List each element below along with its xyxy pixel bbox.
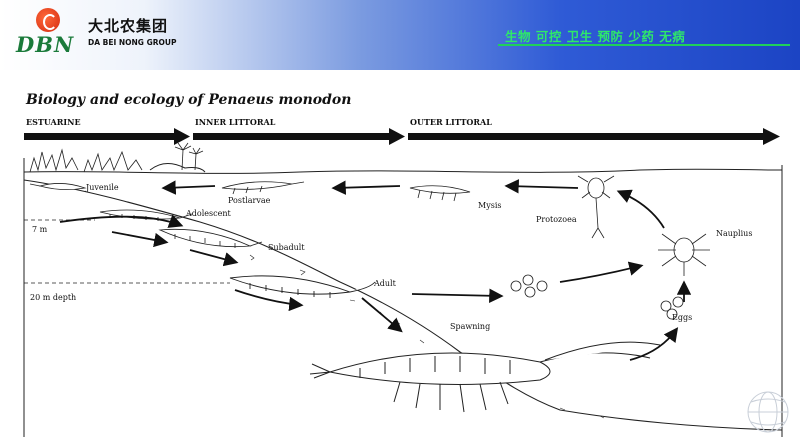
nauplius-larva-icon <box>658 233 710 276</box>
zone-arrow-estuarine <box>24 128 190 145</box>
spawning-shrimp-icon <box>309 341 661 413</box>
mysis-larva-icon <box>409 185 471 202</box>
globe-watermark-icon <box>747 391 789 433</box>
stage-label-spawning: Spawning <box>450 322 490 331</box>
stage-label-adult: Adult <box>373 279 397 288</box>
stage-label-postlarvae: Postlarvae <box>228 196 271 205</box>
juvenile-shrimp-icon <box>29 183 87 190</box>
postlarvae-shrimp-icon <box>221 181 305 195</box>
company-name-en: DA BEI NONG GROUP <box>88 38 177 47</box>
zone-arrow-inner-littoral <box>193 128 405 145</box>
zone-label-outer-littoral: OUTER LITTORAL <box>410 117 492 127</box>
diagram-title: Biology and ecology of Penaeus monodon <box>26 92 352 108</box>
stage-label-nauplius: Nauplius <box>716 229 752 238</box>
slogan-underline <box>498 44 790 46</box>
stage-label-protozoea: Protozoea <box>536 215 577 224</box>
company-logo: DBN 大北农集团 DA BEI NONG GROUP <box>14 6 184 62</box>
slogan: 生物 可控 卫生 预防 少药 无病 <box>505 29 686 44</box>
adult-shrimp-icon <box>229 275 376 298</box>
estuary-vegetation <box>29 142 206 173</box>
zone-label-inner-littoral: INNER LITTORAL <box>195 117 276 127</box>
protozoea-larva-icon <box>577 175 615 239</box>
stage-label-juvenile: Juvenile <box>85 183 119 192</box>
life-cycle-arrows <box>59 179 692 361</box>
zone-arrow-outer-littoral <box>408 128 780 145</box>
egg-cluster-icon <box>510 274 684 320</box>
subadult-shrimp-icon <box>158 228 263 248</box>
logo-letters: DBN <box>16 32 75 57</box>
zone-label-estuarine: ESTUARINE <box>26 117 81 127</box>
header-banner: DBN 大北农集团 DA BEI NONG GROUP 生物 可控 卫生 预防 … <box>0 0 800 70</box>
stage-label-mysis: Mysis <box>478 201 501 210</box>
logo-emblem-icon <box>36 8 60 32</box>
diagram-frame <box>23 158 783 437</box>
stage-label-eggs: Eggs <box>672 313 692 322</box>
stage-label-subadult: Subadult <box>268 243 305 252</box>
depth-marker-20m: 20 m depth <box>30 293 76 302</box>
stage-label-adolescent: Adolescent <box>185 209 231 218</box>
depth-marker-7m: 7 m <box>32 225 48 234</box>
company-name-cn: 大北农集团 <box>88 17 169 35</box>
